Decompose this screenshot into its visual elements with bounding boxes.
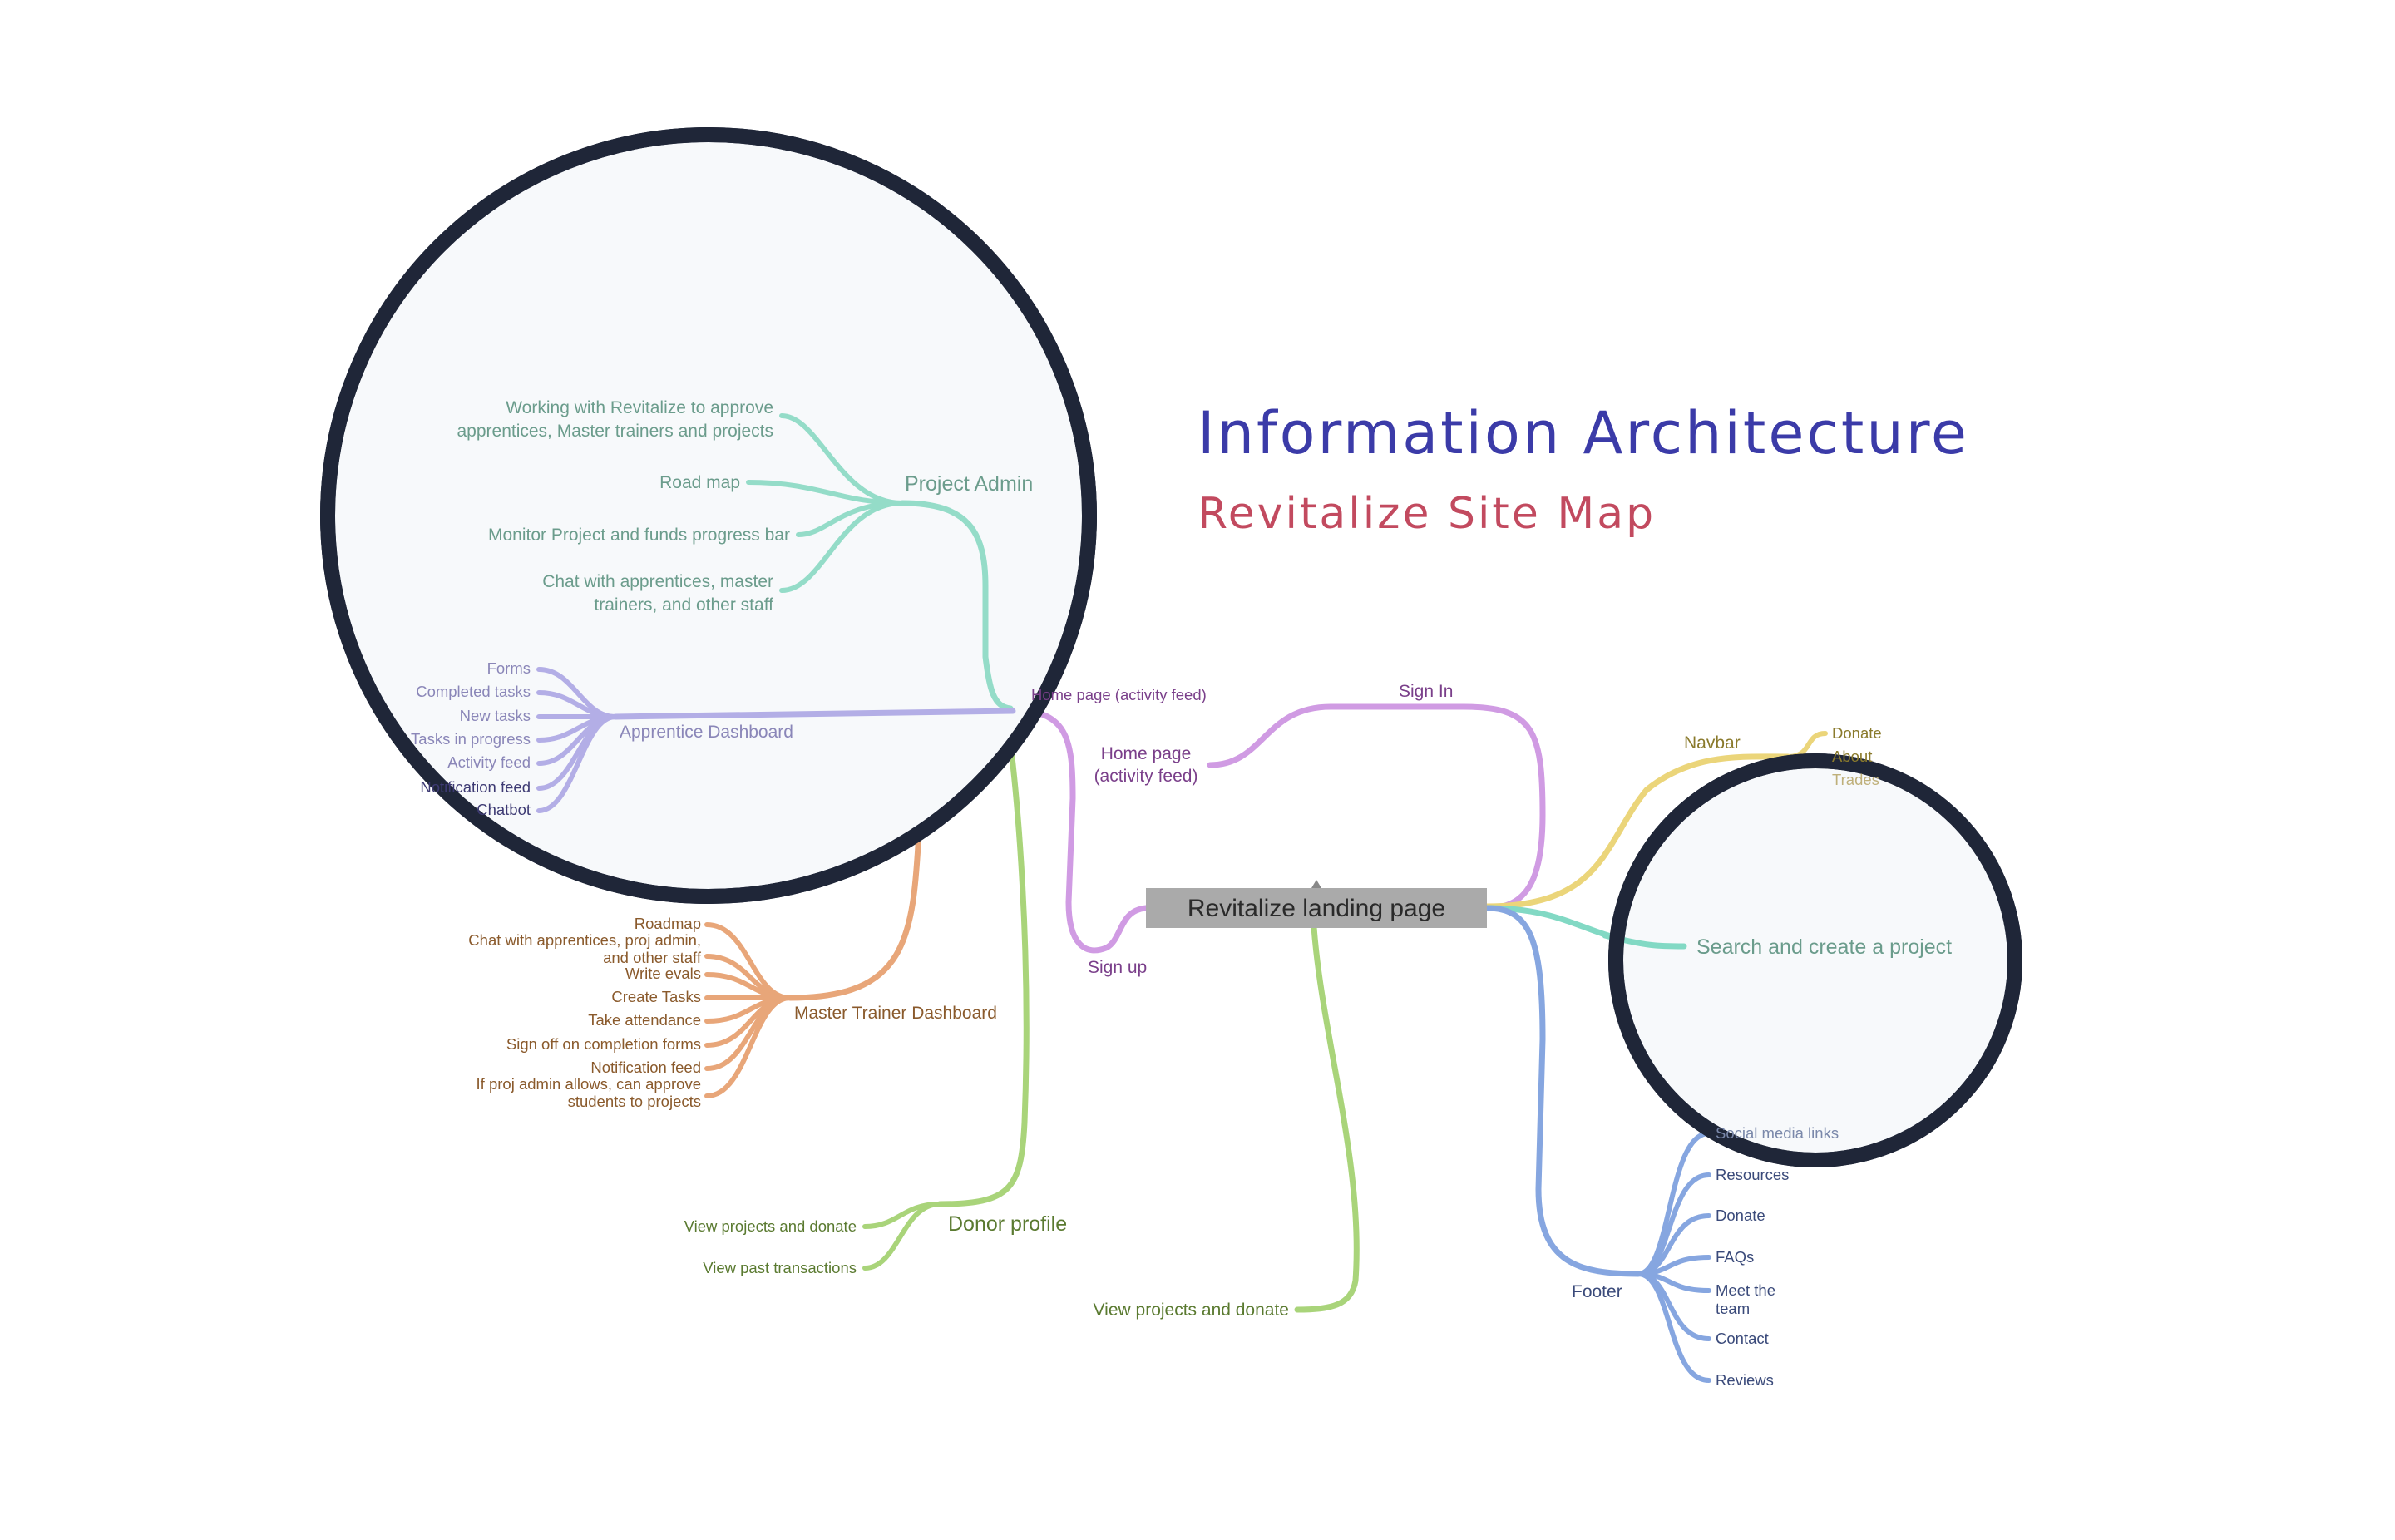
footer-child-2: Donate bbox=[1716, 1207, 1765, 1224]
node-project-admin: Project Admin bbox=[905, 472, 1033, 496]
node-footer: Footer bbox=[1572, 1282, 1622, 1301]
node-master-trainer-children: Roadmap Chat with apprentices, proj admi… bbox=[468, 915, 702, 1110]
branch-donor-children bbox=[862, 1202, 942, 1271]
branch-view-projects bbox=[1294, 924, 1360, 1313]
root-node[interactable]: Revitalize landing page bbox=[1146, 880, 1487, 928]
donor-child-1: View past transactions bbox=[703, 1259, 857, 1276]
node-search-create: Search and create a project bbox=[1696, 935, 1952, 959]
navbar-child-1: About bbox=[1832, 748, 1872, 765]
mt-child-7-line-0: If proj admin allows, can approve bbox=[477, 1075, 701, 1093]
mt-child-7-line-1: students to projects bbox=[568, 1093, 701, 1110]
mt-child-6: Notification feed bbox=[590, 1059, 701, 1076]
branch-sign-in bbox=[1207, 703, 1546, 911]
pa-child-1: Road map bbox=[659, 473, 740, 492]
pa-child-0-line-1: apprentices, Master trainers and project… bbox=[457, 422, 773, 441]
mt-child-1-line-1: and other staff bbox=[603, 949, 702, 966]
node-home-feed: Home page (activity feed) bbox=[1031, 686, 1207, 703]
root-node-label: Revitalize landing page bbox=[1188, 895, 1445, 922]
mt-child-4: Take attendance bbox=[588, 1011, 701, 1029]
ap-child-0: Forms bbox=[487, 659, 531, 677]
branch-footer bbox=[1484, 905, 1642, 1277]
branch-navbar bbox=[1484, 753, 1791, 910]
mt-child-1-line-0: Chat with apprentices, proj admin, bbox=[468, 931, 701, 949]
footer-child-4-line-0: Meet the bbox=[1716, 1281, 1775, 1299]
pa-child-0-line-0: Working with Revitalize to approve bbox=[506, 398, 773, 417]
footer-child-4-line-1: team bbox=[1716, 1300, 1750, 1317]
node-view-projects-donate: View projects and donate bbox=[1094, 1301, 1289, 1320]
donor-child-0: View projects and donate bbox=[684, 1217, 857, 1235]
ap-child-5: Notification feed bbox=[420, 778, 531, 796]
footer-child-1: Resources bbox=[1716, 1166, 1789, 1183]
node-navbar: Navbar bbox=[1684, 733, 1741, 753]
node-master-trainer: Master Trainer Dashboard bbox=[794, 1004, 997, 1023]
diagram-subtitle: Revitalize Site Map bbox=[1198, 489, 1656, 539]
branch-footer-children bbox=[1636, 1131, 1711, 1383]
footer-child-6: Reviews bbox=[1716, 1371, 1774, 1389]
branch-master-trainer-children bbox=[704, 922, 793, 1098]
node-home-page-line-1: (activity feed) bbox=[1094, 767, 1198, 786]
mt-child-5: Sign off on completion forms bbox=[506, 1035, 701, 1053]
mt-child-3: Create Tasks bbox=[611, 988, 701, 1005]
pa-child-3-line-0: Chat with apprentices, master bbox=[542, 572, 773, 591]
node-home-page-line-0: Home page bbox=[1101, 744, 1192, 763]
ap-child-3: Tasks in progress bbox=[411, 730, 531, 748]
footer-child-5: Contact bbox=[1716, 1330, 1769, 1347]
footer-child-0: Social media links bbox=[1716, 1124, 1839, 1142]
node-apprentice-children: Forms Completed tasks New tasks Tasks in… bbox=[411, 659, 531, 818]
branch-home-feed bbox=[1003, 708, 1149, 954]
mt-child-0: Roadmap bbox=[635, 915, 701, 932]
diagram-title: Information Architecture bbox=[1198, 399, 1969, 467]
branch-donor bbox=[936, 708, 1030, 1207]
zoom-ring-search bbox=[1608, 753, 2022, 1167]
navbar-child-0: Donate bbox=[1832, 724, 1882, 742]
ap-child-2: New tasks bbox=[460, 707, 531, 724]
zoom-ring-project-admin bbox=[320, 127, 1097, 904]
footer-child-3: FAQs bbox=[1716, 1248, 1754, 1266]
node-navbar-children: Donate About Trades bbox=[1832, 724, 1882, 788]
node-sign-up: Sign up bbox=[1088, 958, 1147, 977]
node-footer-children: Social media links Resources Donate FAQs… bbox=[1716, 1124, 1839, 1389]
node-apprentice-dashboard: Apprentice Dashboard bbox=[620, 723, 793, 742]
pa-child-2: Monitor Project and funds progress bar bbox=[488, 526, 790, 545]
zoom-circles bbox=[320, 127, 2022, 1167]
ap-child-6: Chatbot bbox=[477, 801, 531, 818]
node-sign-in: Sign In bbox=[1399, 682, 1453, 701]
pa-child-3-line-1: trainers, and other staff bbox=[594, 595, 773, 615]
node-donor-children: View projects and donate View past trans… bbox=[684, 1217, 857, 1276]
mt-child-2: Write evals bbox=[625, 965, 701, 982]
ap-child-4: Activity feed bbox=[447, 753, 531, 771]
node-donor-profile: Donor profile bbox=[948, 1212, 1067, 1236]
navbar-child-2: Trades bbox=[1832, 771, 1879, 788]
node-project-admin-children: Working with Revitalize to approve appre… bbox=[457, 398, 790, 615]
ap-child-1: Completed tasks bbox=[416, 683, 531, 700]
